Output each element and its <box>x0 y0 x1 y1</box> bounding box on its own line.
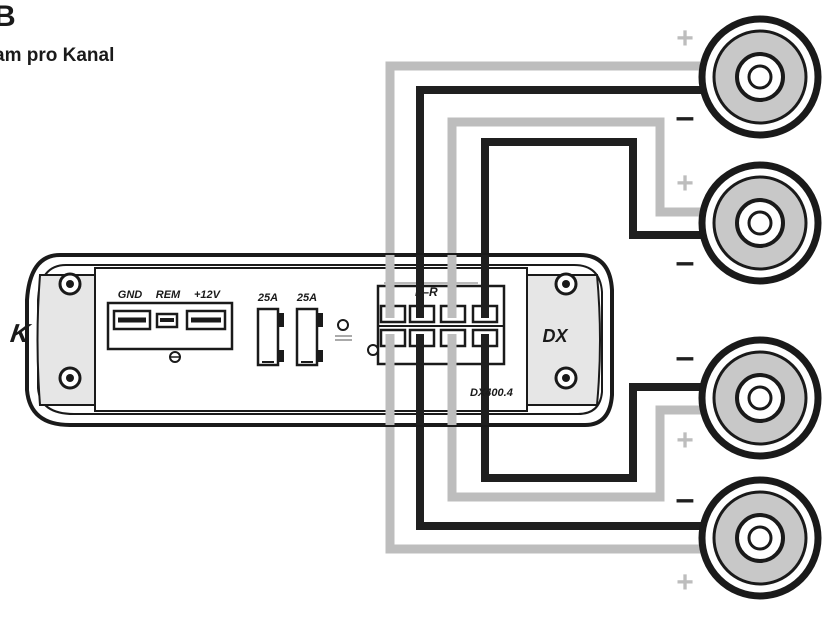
speaker-4-top-sign: – <box>676 480 695 518</box>
speaker-3 <box>698 336 822 460</box>
speaker-1-top-sign: + <box>676 22 694 55</box>
power-label-12v: +12V <box>194 289 222 301</box>
speaker-4-bottom-sign: + <box>676 566 694 599</box>
wires <box>385 61 710 554</box>
wire-speaker-1-negative <box>416 86 708 331</box>
fuse-2: 25A <box>295 292 323 367</box>
amp-logo-right: DX <box>542 326 568 346</box>
power-terminal-block: GND REM +12V <box>106 289 234 363</box>
wire-speaker-2-negative <box>481 138 708 331</box>
diagram-subtitle: am pro Kanal <box>0 45 115 66</box>
speaker-2 <box>698 161 822 285</box>
wire-speaker-2-positive <box>447 117 702 331</box>
wire-speaker-3-negative <box>481 332 706 482</box>
wire-speaker-3-positive <box>447 332 702 502</box>
amplifier: K DX GND REM +12V 25A 25A <box>9 253 614 427</box>
speaker-1 <box>698 15 822 139</box>
diagram-title: B <box>0 0 16 33</box>
amp-model: DX400.4 <box>470 387 513 399</box>
fuse-label-1: 25A <box>257 292 278 304</box>
amp-screw <box>554 366 578 390</box>
power-label-rem: REM <box>156 289 181 301</box>
amp-screw <box>58 366 82 390</box>
speaker-4 <box>698 476 822 600</box>
speaker-2-bottom-sign: – <box>676 243 695 281</box>
fuse-1: 25A <box>256 292 284 367</box>
fuse-label-2: 25A <box>296 292 317 304</box>
amp-screw <box>58 272 82 296</box>
wire-speaker-1-positive <box>385 61 700 331</box>
speaker-1-bottom-sign: – <box>676 98 695 136</box>
speaker-3-bottom-sign: + <box>676 424 694 457</box>
status-led <box>337 319 349 331</box>
amp-screw <box>554 272 578 296</box>
power-label-gnd: GND <box>118 289 143 301</box>
speaker-3-top-sign: – <box>676 338 695 376</box>
speaker-2-top-sign: + <box>676 167 694 200</box>
